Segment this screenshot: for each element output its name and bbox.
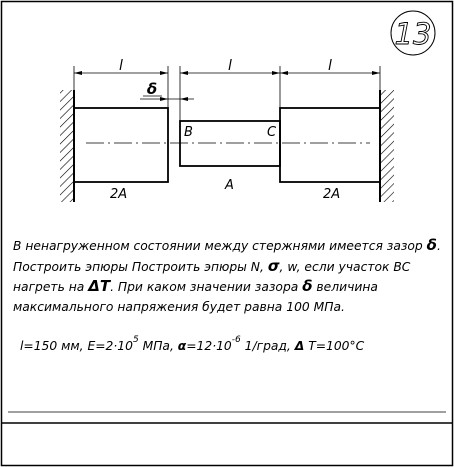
problem-number-circle — [390, 10, 436, 56]
statement-line-1: В ненагруженном состоянии между стержням… — [13, 236, 441, 254]
statement-line-2: Построить эпюры Построить эпюры N, σ, w,… — [13, 256, 411, 275]
alpha-symbol: α — [177, 339, 187, 354]
left-bar — [73, 107, 169, 183]
gap-label: δ — [147, 80, 157, 98]
delta-t-symbol: ΔT — [88, 277, 111, 296]
point-b-label: B — [184, 125, 193, 140]
given-parameters: l=150 мм, E=2·105 МПа, α=12·10-6 1/град,… — [20, 335, 365, 354]
area-middle-label: A — [224, 178, 234, 193]
right-wall-hatch — [380, 90, 394, 202]
problem-number: 13 — [395, 17, 432, 51]
gap-symbol: δ — [302, 277, 313, 296]
dim-arrow — [372, 71, 380, 75]
dim-arrow — [280, 71, 288, 75]
left-wall-hatch — [60, 90, 74, 202]
gap-arrow — [180, 97, 188, 101]
gap-symbol: δ — [426, 236, 437, 254]
statement-line-4: максимального напряжения будет равна 100… — [13, 300, 345, 315]
dim-label-left: l — [119, 58, 123, 74]
area-left-label: 2A — [110, 187, 127, 202]
statement-line-3: нагреть на ΔT. При каком значении зазора… — [13, 277, 378, 296]
dim-arrow — [74, 71, 82, 75]
dim-arrow — [272, 71, 280, 75]
dim-label-middle: l — [228, 58, 232, 74]
gap-arrow — [160, 97, 168, 101]
dim-arrow — [180, 71, 188, 75]
middle-bar — [179, 120, 281, 167]
sigma-symbol: σ — [267, 256, 280, 275]
area-right-label: 2A — [323, 187, 340, 202]
point-c-label: C — [267, 125, 277, 140]
delta-symbol: Δ — [294, 339, 305, 354]
dim-label-right: l — [328, 58, 332, 74]
right-bar — [279, 107, 381, 183]
problem-statement: В ненагруженном состоянии между стержням… — [13, 236, 445, 318]
dim-arrow — [160, 71, 168, 75]
